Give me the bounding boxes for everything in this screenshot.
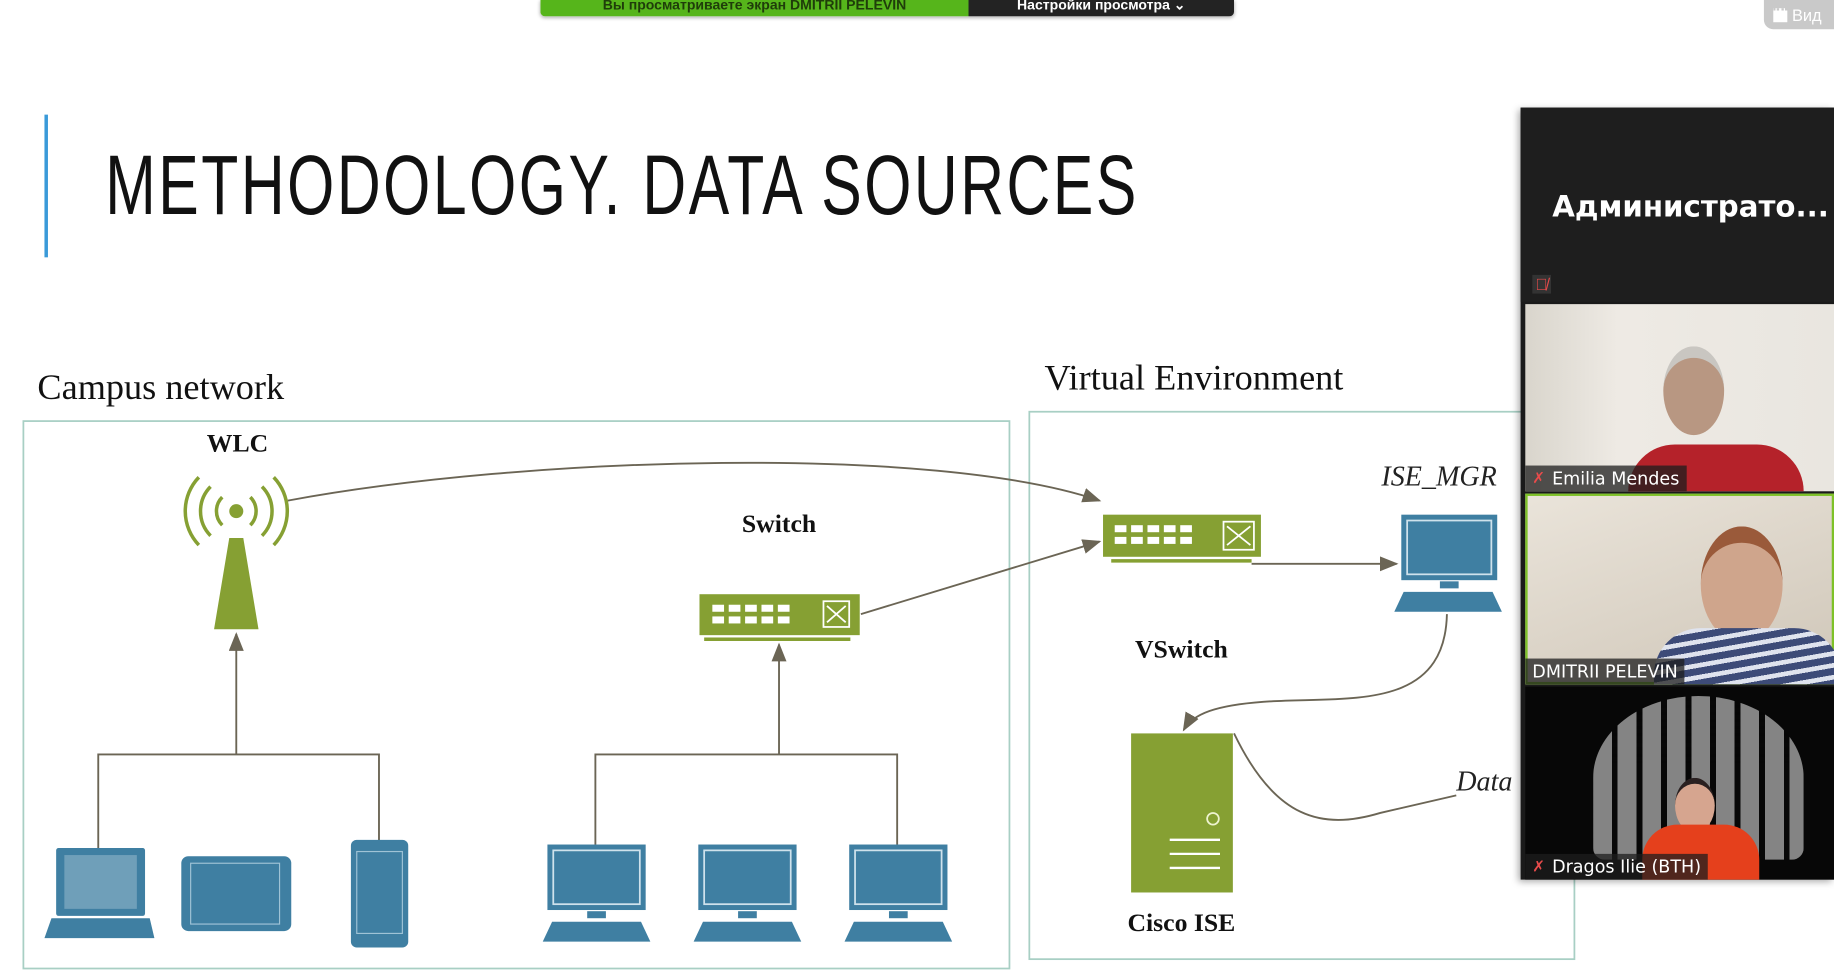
participant-name: DMITRII PELEVIN bbox=[1532, 660, 1678, 682]
data-label: Data bbox=[1455, 767, 1512, 798]
wlc-access-point-icon bbox=[183, 476, 289, 630]
participant-name: Администрато... bbox=[1552, 189, 1829, 224]
wlc-to-vswitch-arrow bbox=[287, 461, 1102, 503]
muted-mic-icon: ✗ bbox=[1532, 469, 1546, 488]
muted-mic-icon: 🎙̸ bbox=[1532, 274, 1552, 294]
participant-name: Emilia Mendes bbox=[1552, 467, 1680, 489]
view-button[interactable]: Вид bbox=[1763, 0, 1834, 30]
virtual-environment-box bbox=[1028, 410, 1576, 961]
connections bbox=[97, 461, 1457, 849]
participant-tile-dragos-ilie[interactable]: ✗ Dragos Ilie (BTH) bbox=[1525, 686, 1834, 880]
slide-title: METHODOLOGY. DATA SOURCES bbox=[105, 139, 1139, 233]
campus-network-label: Campus network bbox=[37, 367, 285, 407]
virtual-environment-label: Virtual Environment bbox=[1045, 358, 1344, 398]
participant-tile-dmitrii-pelevin[interactable]: DMITRII PELEVIN bbox=[1525, 493, 1834, 685]
video-feed bbox=[1663, 346, 1725, 436]
data-curve bbox=[1233, 732, 1457, 821]
cisco-ise-label: Cisco ISE bbox=[1127, 908, 1235, 937]
participant-name-label: DMITRII PELEVIN bbox=[1525, 658, 1685, 685]
smartphone-icon bbox=[350, 839, 409, 948]
ise-mgr-computer-icon bbox=[1394, 514, 1502, 612]
grid-view-icon bbox=[1773, 7, 1788, 22]
switch-to-vswitch-arrow bbox=[860, 539, 1102, 615]
vswitch-label: VSwitch bbox=[1135, 634, 1228, 663]
muted-mic-icon: ✗ bbox=[1532, 857, 1546, 876]
view-button-label: Вид bbox=[1791, 5, 1822, 24]
participant-tile-administrator[interactable]: Администрато... 🎙̸ bbox=[1520, 107, 1834, 302]
participant-name-label: ✗ Emilia Mendes bbox=[1525, 465, 1687, 492]
wireless-bus-line bbox=[97, 634, 380, 849]
ise-mgr-to-ise-arrow bbox=[1182, 614, 1448, 732]
participant-name: Dragos Ilie (BTH) bbox=[1552, 856, 1702, 878]
desktop-computer-icon bbox=[844, 844, 953, 942]
switch-icon bbox=[699, 594, 860, 641]
cisco-ise-server-icon bbox=[1131, 733, 1233, 893]
title-accent-bar bbox=[44, 114, 48, 258]
video-feed bbox=[1675, 777, 1715, 833]
vswitch-icon bbox=[1103, 514, 1261, 563]
wired-bus-line bbox=[594, 645, 899, 845]
screen-share-banner: Вы просматриваете экран DMITRII PELEVIN … bbox=[540, 0, 1235, 17]
campus-network-box bbox=[22, 420, 1011, 970]
desktop-computer-icon bbox=[693, 844, 802, 942]
ise-mgr-label: ISE_MGR bbox=[1380, 461, 1496, 492]
participant-tile-emilia-mendes[interactable]: ✗ Emilia Mendes bbox=[1525, 304, 1834, 492]
video-feed bbox=[1700, 526, 1783, 643]
participants-panel[interactable]: Администрато... 🎙̸ ✗ Emilia Mendes DMITRI… bbox=[1520, 107, 1834, 880]
switch-label: Switch bbox=[742, 509, 816, 538]
desktop-computer-icon bbox=[542, 844, 651, 942]
wlc-label: WLC bbox=[207, 429, 268, 458]
tablet-icon bbox=[181, 856, 292, 932]
laptop-icon bbox=[44, 848, 155, 939]
view-options-button[interactable]: Настройки просмотра ⌄ bbox=[968, 0, 1235, 17]
sharing-notice: Вы просматриваете экран DMITRII PELEVIN bbox=[540, 0, 969, 17]
participant-name-label: ✗ Dragos Ilie (BTH) bbox=[1525, 853, 1709, 880]
